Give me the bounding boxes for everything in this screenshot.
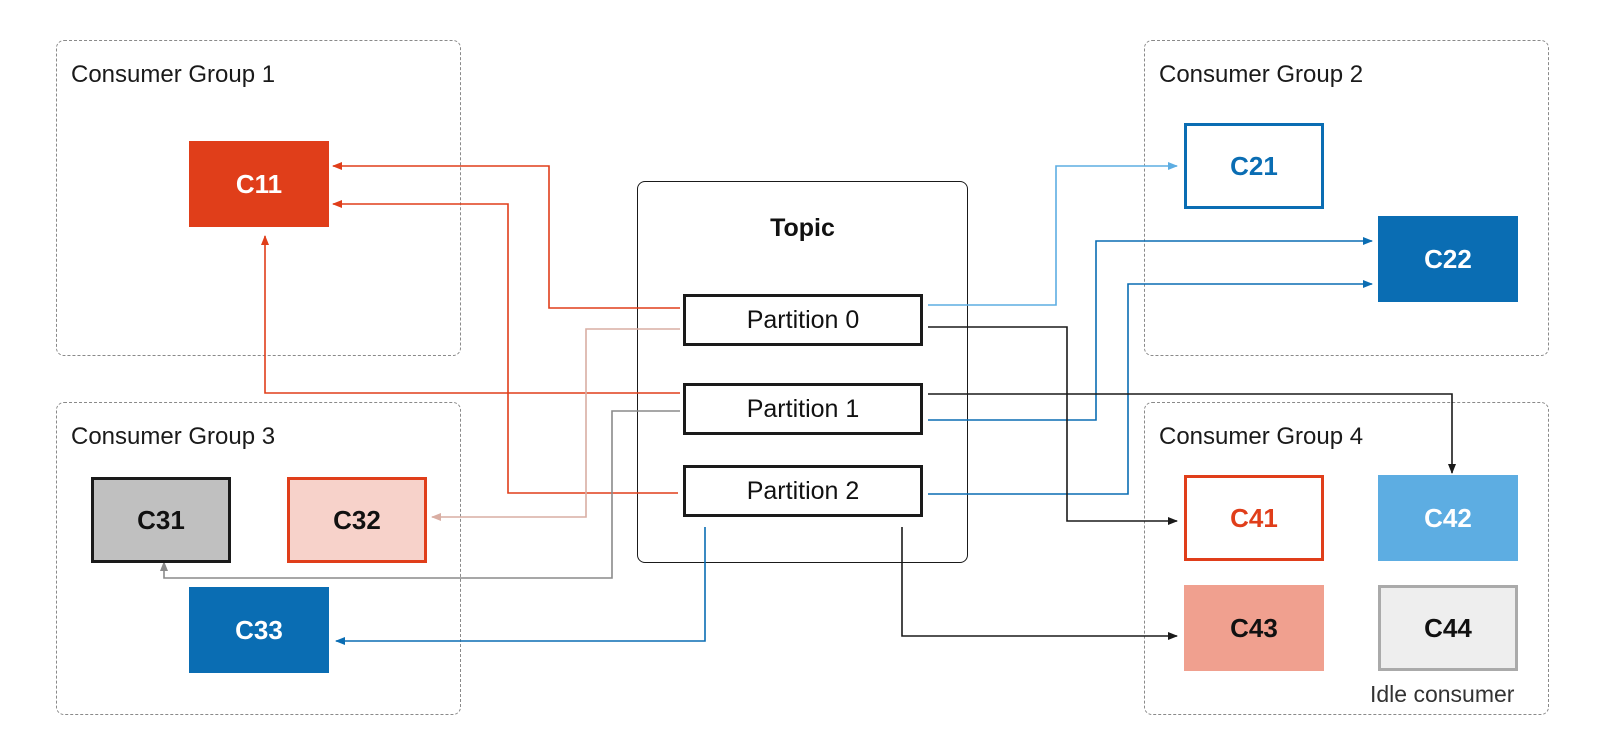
consumer-c43: C43 xyxy=(1184,585,1324,671)
arrow-p2-to-c33 xyxy=(335,527,706,645)
idle-consumer-note: Idle consumer xyxy=(1370,681,1515,707)
consumer-c31: C31 xyxy=(91,477,231,563)
consumer-group-3-label: Consumer Group 3 xyxy=(71,423,276,450)
consumer-c41: C41 xyxy=(1184,475,1324,561)
consumer-c33: C33 xyxy=(189,587,329,673)
consumer-group-4-label: Consumer Group 4 xyxy=(1159,423,1364,450)
consumer-c42: C42 xyxy=(1378,475,1518,561)
consumer-c11: C11 xyxy=(189,141,329,227)
topic-title: Topic xyxy=(770,214,835,242)
arrow-p0-to-c32 xyxy=(431,328,680,521)
consumer-group-3: Consumer Group 3 xyxy=(56,402,461,715)
consumer-c21: C21 xyxy=(1184,123,1324,209)
consumer-c44: C44 xyxy=(1378,585,1518,671)
arrow-p1-to-c31 xyxy=(160,410,680,579)
consumer-group-2: Consumer Group 2 xyxy=(1144,40,1549,356)
arrow-p0-to-c11 xyxy=(332,162,680,309)
arrow-p0-to-c21 xyxy=(928,162,1178,306)
consumer-group-1-label: Consumer Group 1 xyxy=(71,61,276,88)
partition-1: Partition 1 xyxy=(683,383,923,435)
arrow-p2-to-c43 xyxy=(901,527,1178,640)
arrow-p0-to-c41 xyxy=(928,326,1178,525)
topic-box: Topic xyxy=(637,181,968,563)
consumer-c22: C22 xyxy=(1378,216,1518,302)
arrow-p1-to-c42 xyxy=(928,393,1456,474)
arrow-p2-to-c11 xyxy=(332,200,678,494)
consumer-group-4: Consumer Group 4 xyxy=(1144,402,1549,715)
consumer-group-2-label: Consumer Group 2 xyxy=(1159,61,1364,88)
partition-0: Partition 0 xyxy=(683,294,923,346)
consumer-group-1: Consumer Group 1 xyxy=(56,40,461,356)
consumer-c32: C32 xyxy=(287,477,427,563)
arrow-p2-to-c22 xyxy=(928,280,1373,495)
arrow-p1-to-c11 xyxy=(261,235,680,394)
partition-2: Partition 2 xyxy=(683,465,923,517)
arrow-p1-to-c22 xyxy=(928,237,1373,421)
